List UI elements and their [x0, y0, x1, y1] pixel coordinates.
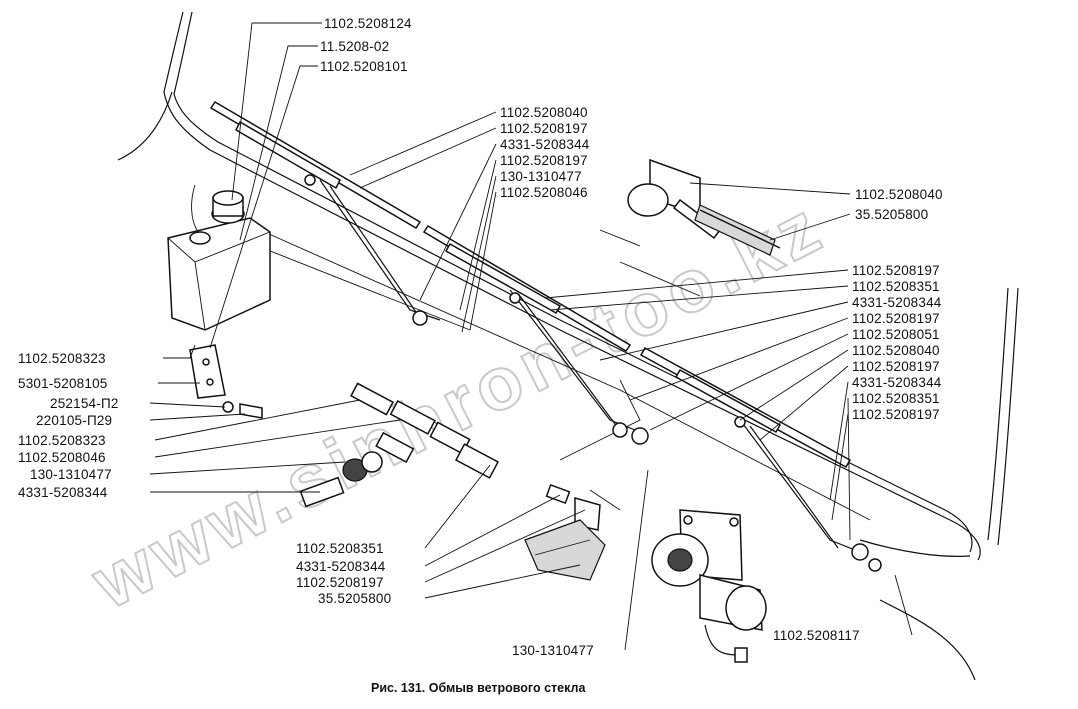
labels-right-upper: 1102.5208040 35.5205800	[855, 187, 943, 222]
label-part-number: 1102.5208197	[500, 121, 588, 136]
label-part-number: 1102.5208117	[773, 628, 860, 643]
label-part-number: 1102.5208197	[852, 311, 940, 326]
label-part-number: 1102.5208323	[18, 351, 106, 366]
washer-pump-motor	[627, 158, 781, 256]
label-part-number: 1102.5208040	[500, 105, 588, 120]
labels-top-center: 1102.5208040 1102.5208197 4331-5208344 1…	[500, 105, 590, 200]
label-part-number: 4331-5208344	[500, 137, 590, 152]
labels-right: 1102.5208197 1102.5208351 4331-5208344 1…	[852, 263, 942, 422]
washer-reservoir	[167, 184, 271, 331]
label-part-number: 4331-5208344	[18, 485, 108, 500]
wiper-blades	[209, 100, 852, 469]
label-part-number: 1102.5208101	[320, 59, 408, 74]
leader-lines	[149, 22, 913, 651]
label-part-number: 35.5205800	[318, 591, 391, 606]
label-part-number: 1102.5208351	[296, 541, 384, 556]
label-part-number: 4331-5208344	[852, 295, 942, 310]
reservoir-bracket	[189, 344, 263, 419]
label-part-number: 252154-П2	[50, 396, 119, 411]
label-part-number: 1102.5208323	[18, 433, 106, 448]
label-part-number: 1102.5208040	[852, 343, 940, 358]
car-body-outline	[117, 11, 1019, 681]
label-part-number: 5301-5208105	[18, 376, 107, 391]
label-part-number: 1102.5208051	[852, 327, 940, 342]
label-part-number: 130-1310477	[512, 643, 594, 658]
label-part-number: 130-1310477	[30, 467, 112, 482]
label-part-number: 1102.5208046	[18, 450, 106, 465]
labels-left: 1102.5208323 5301-5208105 252154-П2 2201…	[18, 351, 119, 500]
label-part-number: 1102.5208197	[296, 575, 384, 590]
label-part-number: 130-1310477	[500, 169, 582, 184]
labels-top-left: 1102.5208124 11.5208-02 1102.5208101	[320, 16, 412, 74]
label-part-number: 4331-5208344	[296, 559, 386, 574]
wiper-motor	[651, 509, 767, 663]
label-part-number: 1102.5208197	[852, 263, 940, 278]
label-part-number: 1102.5208040	[855, 187, 943, 202]
label-part-number: 220105-П29	[36, 413, 112, 428]
figure-caption: Рис. 131. Обмыв ветрового стекла	[371, 681, 586, 695]
label-part-number: 1102.5208046	[500, 185, 588, 200]
label-part-number: 1102.5208197	[500, 153, 588, 168]
label-part-number: 35.5205800	[855, 207, 928, 222]
hose-connectors	[299, 382, 500, 508]
labels-bottom-center: 1102.5208351 4331-5208344 1102.5208197 3…	[296, 541, 391, 606]
label-part-number: 1102.5208197	[852, 359, 940, 374]
label-part-number: 4331-5208344	[852, 375, 942, 390]
label-part-number: 1102.5208197	[852, 407, 940, 422]
label-part-number: 1102.5208351	[852, 391, 940, 406]
nozzle-bracket	[524, 483, 606, 581]
label-part-number: 1102.5208351	[852, 279, 940, 294]
wiper-arms	[304, 174, 882, 572]
label-part-number: 11.5208-02	[320, 39, 389, 54]
label-part-number: 1102.5208124	[324, 16, 412, 31]
